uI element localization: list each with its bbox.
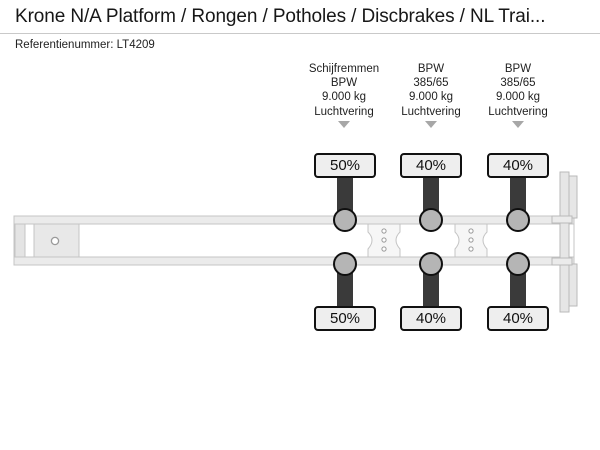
axle-bar-3 [510,175,526,320]
bracket-1-hole-1 [381,228,387,234]
suspension-bracket-1 [367,223,401,258]
axle-bar-2 [423,175,439,320]
axle-2-spec-line-1: BPW [417,63,445,75]
rear-extension-top [551,215,573,224]
bracket-2-hole-1 [468,228,474,234]
bracket-1-hole-3 [381,246,387,252]
rear-end-frame [551,171,578,313]
tyre-tread-badge-axle-1-top[interactable]: 50% [314,153,376,178]
caret-down-icon [338,120,350,128]
rear-post-upper [568,175,578,219]
kingpin-assembly [14,223,80,258]
axle-2-spec-label: BPW 385/65 9.000 kg Luchtvering [366,62,496,128]
axle-3-spec-line-2: 385/65 [500,77,536,90]
front-bulkhead [14,223,26,258]
kingpin-icon [50,236,60,246]
hub-axle-3-bottom [506,252,530,276]
hub-axle-1-bottom [333,252,357,276]
suspension-bracket-2 [454,223,488,258]
axle-1-spec-line-3: 9.000 kg [321,91,367,104]
wheel-hubs [333,208,530,276]
rear-cross-member [559,171,570,313]
axle-2-spec-line-2: 385/65 [413,77,449,90]
header-divider [0,33,600,34]
suspension-brackets [367,223,488,258]
hub-axle-2-bottom [419,252,443,276]
tyre-tread-badge-axle-1-bottom[interactable]: 50% [314,306,376,331]
axle-1-spec-label: Schijfremmen BPW 9.000 kg Luchtvering [279,62,409,128]
hub-axle-2-top [419,208,443,232]
axle-3-spec-line-1: BPW [504,63,532,75]
chassis-deck [13,223,575,258]
bracket-1-hole-2 [381,237,387,243]
axle-3-spec-label: BPW 385/65 9.000 kg Luchtvering [453,62,583,128]
rear-extension-bottom [551,257,573,266]
kingpin-plate [33,223,80,258]
chassis-rail-top [13,215,575,225]
tyre-tread-badge-axle-2-bottom[interactable]: 40% [400,306,462,331]
tyre-tread-badge-axle-3-bottom[interactable]: 40% [487,306,549,331]
page-title: Krone N/A Platform / Rongen / Potholes /… [15,6,546,27]
bracket-2-hole-2 [468,237,474,243]
axle-1-spec-line-2: BPW [330,77,358,90]
axle-2-spec-line-3: 9.000 kg [408,91,454,104]
front-gap [24,223,35,258]
bracket-2-hole-3 [468,246,474,252]
page-header: Krone N/A Platform / Rongen / Potholes /… [0,0,600,51]
axle-bar-1 [337,175,353,320]
axle-1-spec-line-4: Luchtvering [314,105,374,118]
rear-post-lower [568,263,578,307]
reference-number: Referentienummer: LT4209 [15,39,155,51]
axle-3-spec-line-4: Luchtvering [488,105,548,118]
chassis-rail-bottom [13,256,575,266]
tyre-tread-badge-axle-2-top[interactable]: 40% [400,153,462,178]
caret-down-icon [425,120,437,128]
axle-2-spec-line-4: Luchtvering [401,105,461,118]
axle-1-spec-line-1: Schijfremmen [308,63,380,75]
axle-3-spec-line-3: 9.000 kg [495,91,541,104]
hub-axle-1-top [333,208,357,232]
chassis-body [13,215,575,266]
hub-axle-3-top [506,208,530,232]
tyre-tread-badge-axle-3-top[interactable]: 40% [487,153,549,178]
caret-down-icon [512,120,524,128]
axle-bars [337,175,526,320]
